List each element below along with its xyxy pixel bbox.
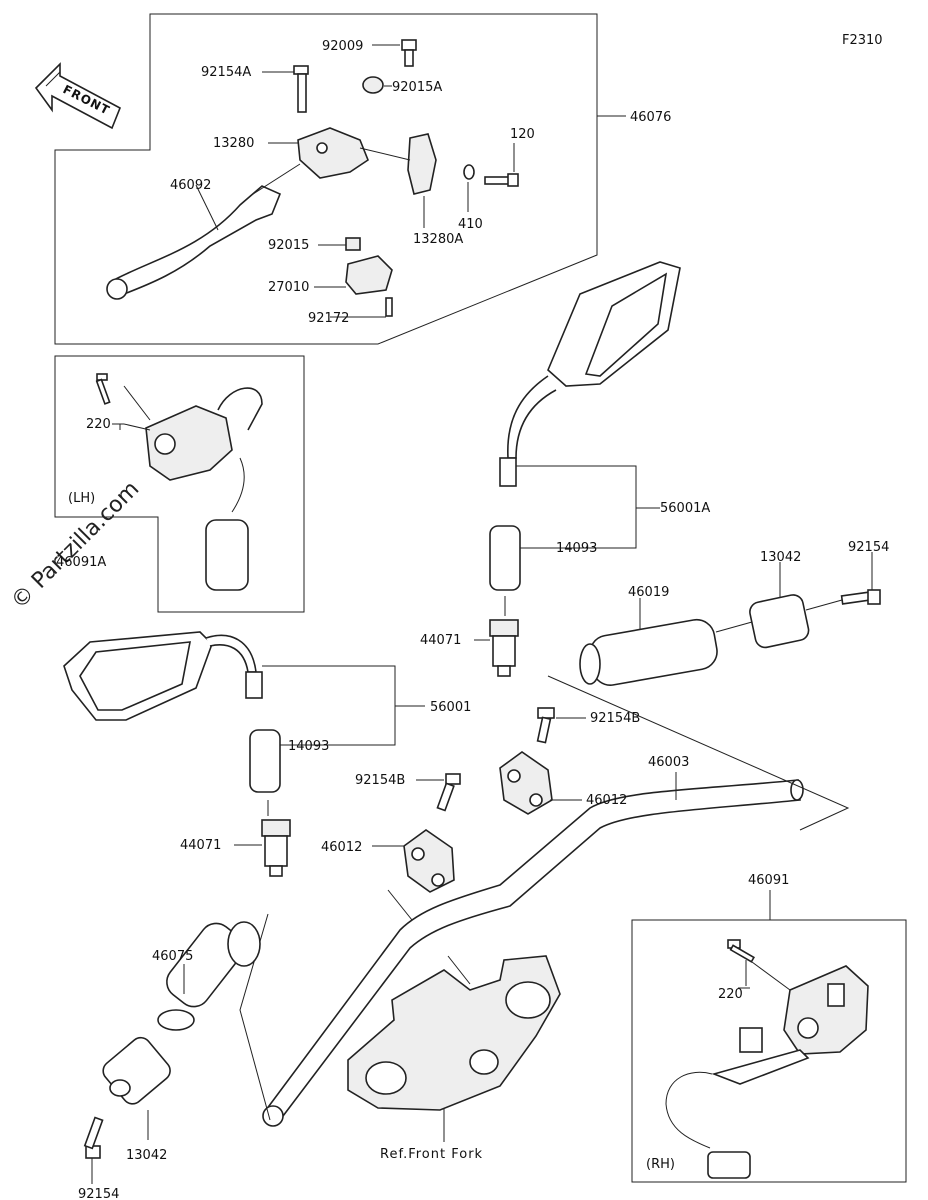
callout-410: 410 (458, 217, 483, 232)
rh-connector-icon (707, 1151, 751, 1179)
fork-ref-label: Ref.Front Fork (380, 1147, 483, 1162)
callout-13042: 13042 (126, 1148, 167, 1163)
callout-56001: 56001 (430, 700, 471, 715)
callout-92154b: 92154B (590, 711, 640, 726)
callout-46092: 46092 (170, 178, 211, 193)
lh-lever-group-box (54, 13, 598, 345)
screw-220-rh-icon (727, 939, 755, 963)
callout-46091a: 46091A (56, 555, 106, 570)
callout-46091: 46091 (748, 873, 789, 888)
lever-46092-icon (108, 185, 282, 295)
callout-13042: 13042 (760, 550, 801, 565)
callout-120: 120 (510, 127, 535, 142)
washer-92015a-icon (362, 76, 384, 94)
weight-13042-rh-icon (749, 594, 810, 649)
callout-92154: 92154 (78, 1187, 119, 1200)
callout-13280: 13280 (213, 136, 254, 151)
callout-46003: 46003 (648, 755, 689, 770)
callout-46075: 46075 (152, 949, 193, 964)
lever-holder-13280-icon (297, 127, 369, 179)
callout-46012: 46012 (586, 793, 627, 808)
bolt-92154b-upper-icon (536, 707, 555, 744)
cover-14093-rh-icon (489, 525, 521, 591)
callout-27010: 27010 (268, 280, 309, 295)
callout-44071: 44071 (420, 633, 461, 648)
bolt-92009-icon (401, 39, 417, 67)
callout-13280a: 13280A (413, 232, 463, 247)
bolt-92154-rh-icon (840, 589, 881, 605)
callout-46012: 46012 (321, 840, 362, 855)
mirror-lh-icon (63, 631, 257, 721)
bolt-120-icon (484, 173, 519, 187)
callout-92154: 92154 (848, 540, 889, 555)
callout-92172: 92172 (308, 311, 349, 326)
bolt-92154-lh-icon (83, 1116, 104, 1159)
callout-14093: 14093 (288, 739, 329, 754)
callout-56001a: 56001A (660, 501, 710, 516)
cover-14093-lh-icon (249, 729, 281, 793)
rh-side-label: (RH) (646, 1157, 675, 1172)
screw-220-lh-icon (95, 373, 111, 405)
callout-46076: 46076 (630, 110, 671, 125)
callout-220: 220 (86, 417, 111, 432)
callout-92015a: 92015A (392, 80, 442, 95)
callout-44071: 44071 (180, 838, 221, 853)
mirror-rh-stem-icon (499, 457, 517, 487)
grip-46075-icon (157, 921, 261, 1031)
screw-92172-icon (385, 297, 393, 317)
adapter-44071-lh-icon (261, 819, 291, 877)
washer-410-icon (463, 164, 475, 180)
rh-switch-group-box (631, 919, 907, 1183)
adapter-44071-rh-icon (489, 619, 519, 677)
lh-switch-housing-icon (145, 405, 233, 481)
nut-92015-icon (345, 237, 361, 251)
mirror-lh-stem-icon (245, 671, 263, 699)
switch-27010-icon (345, 255, 393, 295)
callout-220: 220 (718, 987, 743, 1002)
rh-switch-knob-icon (739, 1027, 763, 1053)
callout-92015: 92015 (268, 238, 309, 253)
bolt-92154b-lower-icon (436, 773, 461, 812)
lh-connector-icon (205, 519, 249, 591)
callout-14093: 14093 (556, 541, 597, 556)
lh-side-label: (LH) (68, 491, 95, 506)
lh-switch-group-box (54, 355, 305, 613)
bolt-92154a-icon (293, 65, 309, 113)
mirror-rh-icon (507, 261, 681, 459)
handlebar-46003-icon (264, 779, 801, 1122)
grip-46019-icon (579, 618, 718, 686)
figure-code: F2310 (842, 33, 883, 48)
callout-92154b: 92154B (355, 773, 405, 788)
callout-46019: 46019 (628, 585, 669, 600)
callout-92009: 92009 (322, 39, 363, 54)
clamp-13280a-icon (407, 133, 437, 195)
callout-92154a: 92154A (201, 65, 251, 80)
